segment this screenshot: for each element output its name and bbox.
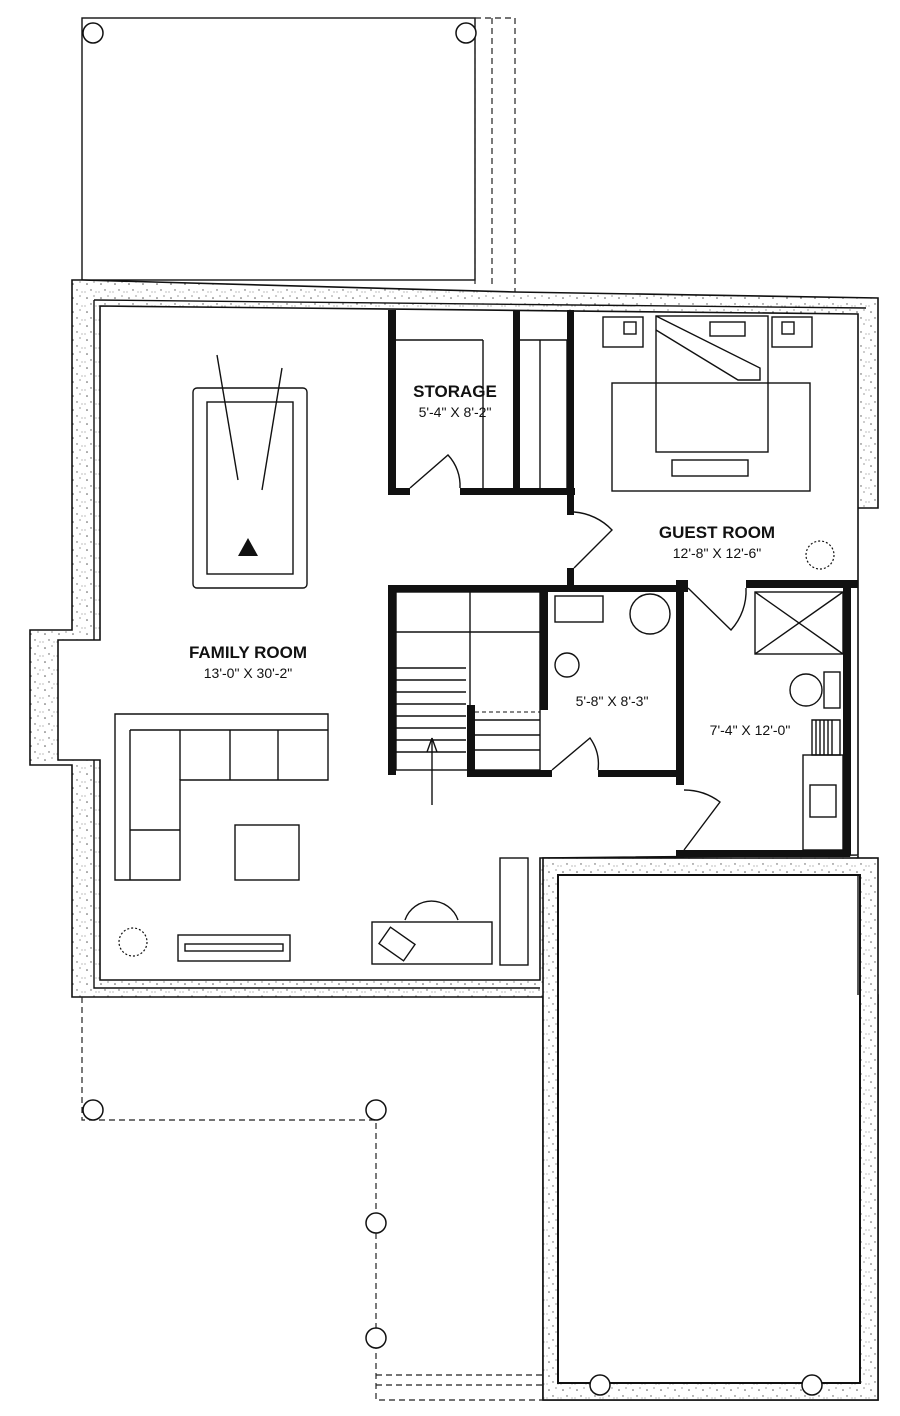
family-room-dims: 13'-0" X 30'-2" [204,665,292,681]
guest-room-label: GUEST ROOM [659,523,775,542]
storage-label: STORAGE [413,382,497,401]
upper-deck-dashed-edge [474,17,516,292]
deck-post [455,22,477,44]
lower-patio [81,997,823,1401]
garage [542,857,879,1401]
tv-console [177,934,291,962]
upper-deck-outline [81,17,476,281]
interior-walls [388,310,858,858]
plant-icon [118,540,835,957]
patio-post [365,1212,387,1234]
patio-post [365,1099,387,1121]
sectional-sofa [114,713,329,881]
patio-post [801,1374,823,1396]
desk [177,857,529,966]
bed [655,315,769,453]
vanity [802,754,844,851]
storage-dims: 5'-4" X 8'-2" [419,404,492,420]
coffee-table [234,824,300,881]
staircase [395,591,541,805]
deck-post [82,22,104,44]
shower [754,591,844,655]
room-labels: STORAGE 5'-4" X 8'-2" GUEST ROOM 12'-8" … [189,382,790,738]
patio-dashed-outline [81,997,543,1401]
rug [611,382,811,492]
upper-deck [81,17,516,292]
patio-post [82,1099,104,1121]
patio-post [365,1327,387,1349]
patio-post [589,1374,611,1396]
bath-small-dims: 5'-8" X 8'-3" [576,693,649,709]
bedroom-furniture [602,315,813,492]
sideboard [499,857,529,966]
family-room-label: FAMILY ROOM [189,643,307,662]
guest-room-dims: 12'-8" X 12'-6" [673,545,761,561]
bath-guest-dims: 7'-4" X 12'-0" [710,722,791,738]
pool-table [192,354,308,589]
bath-fixtures [554,591,844,851]
